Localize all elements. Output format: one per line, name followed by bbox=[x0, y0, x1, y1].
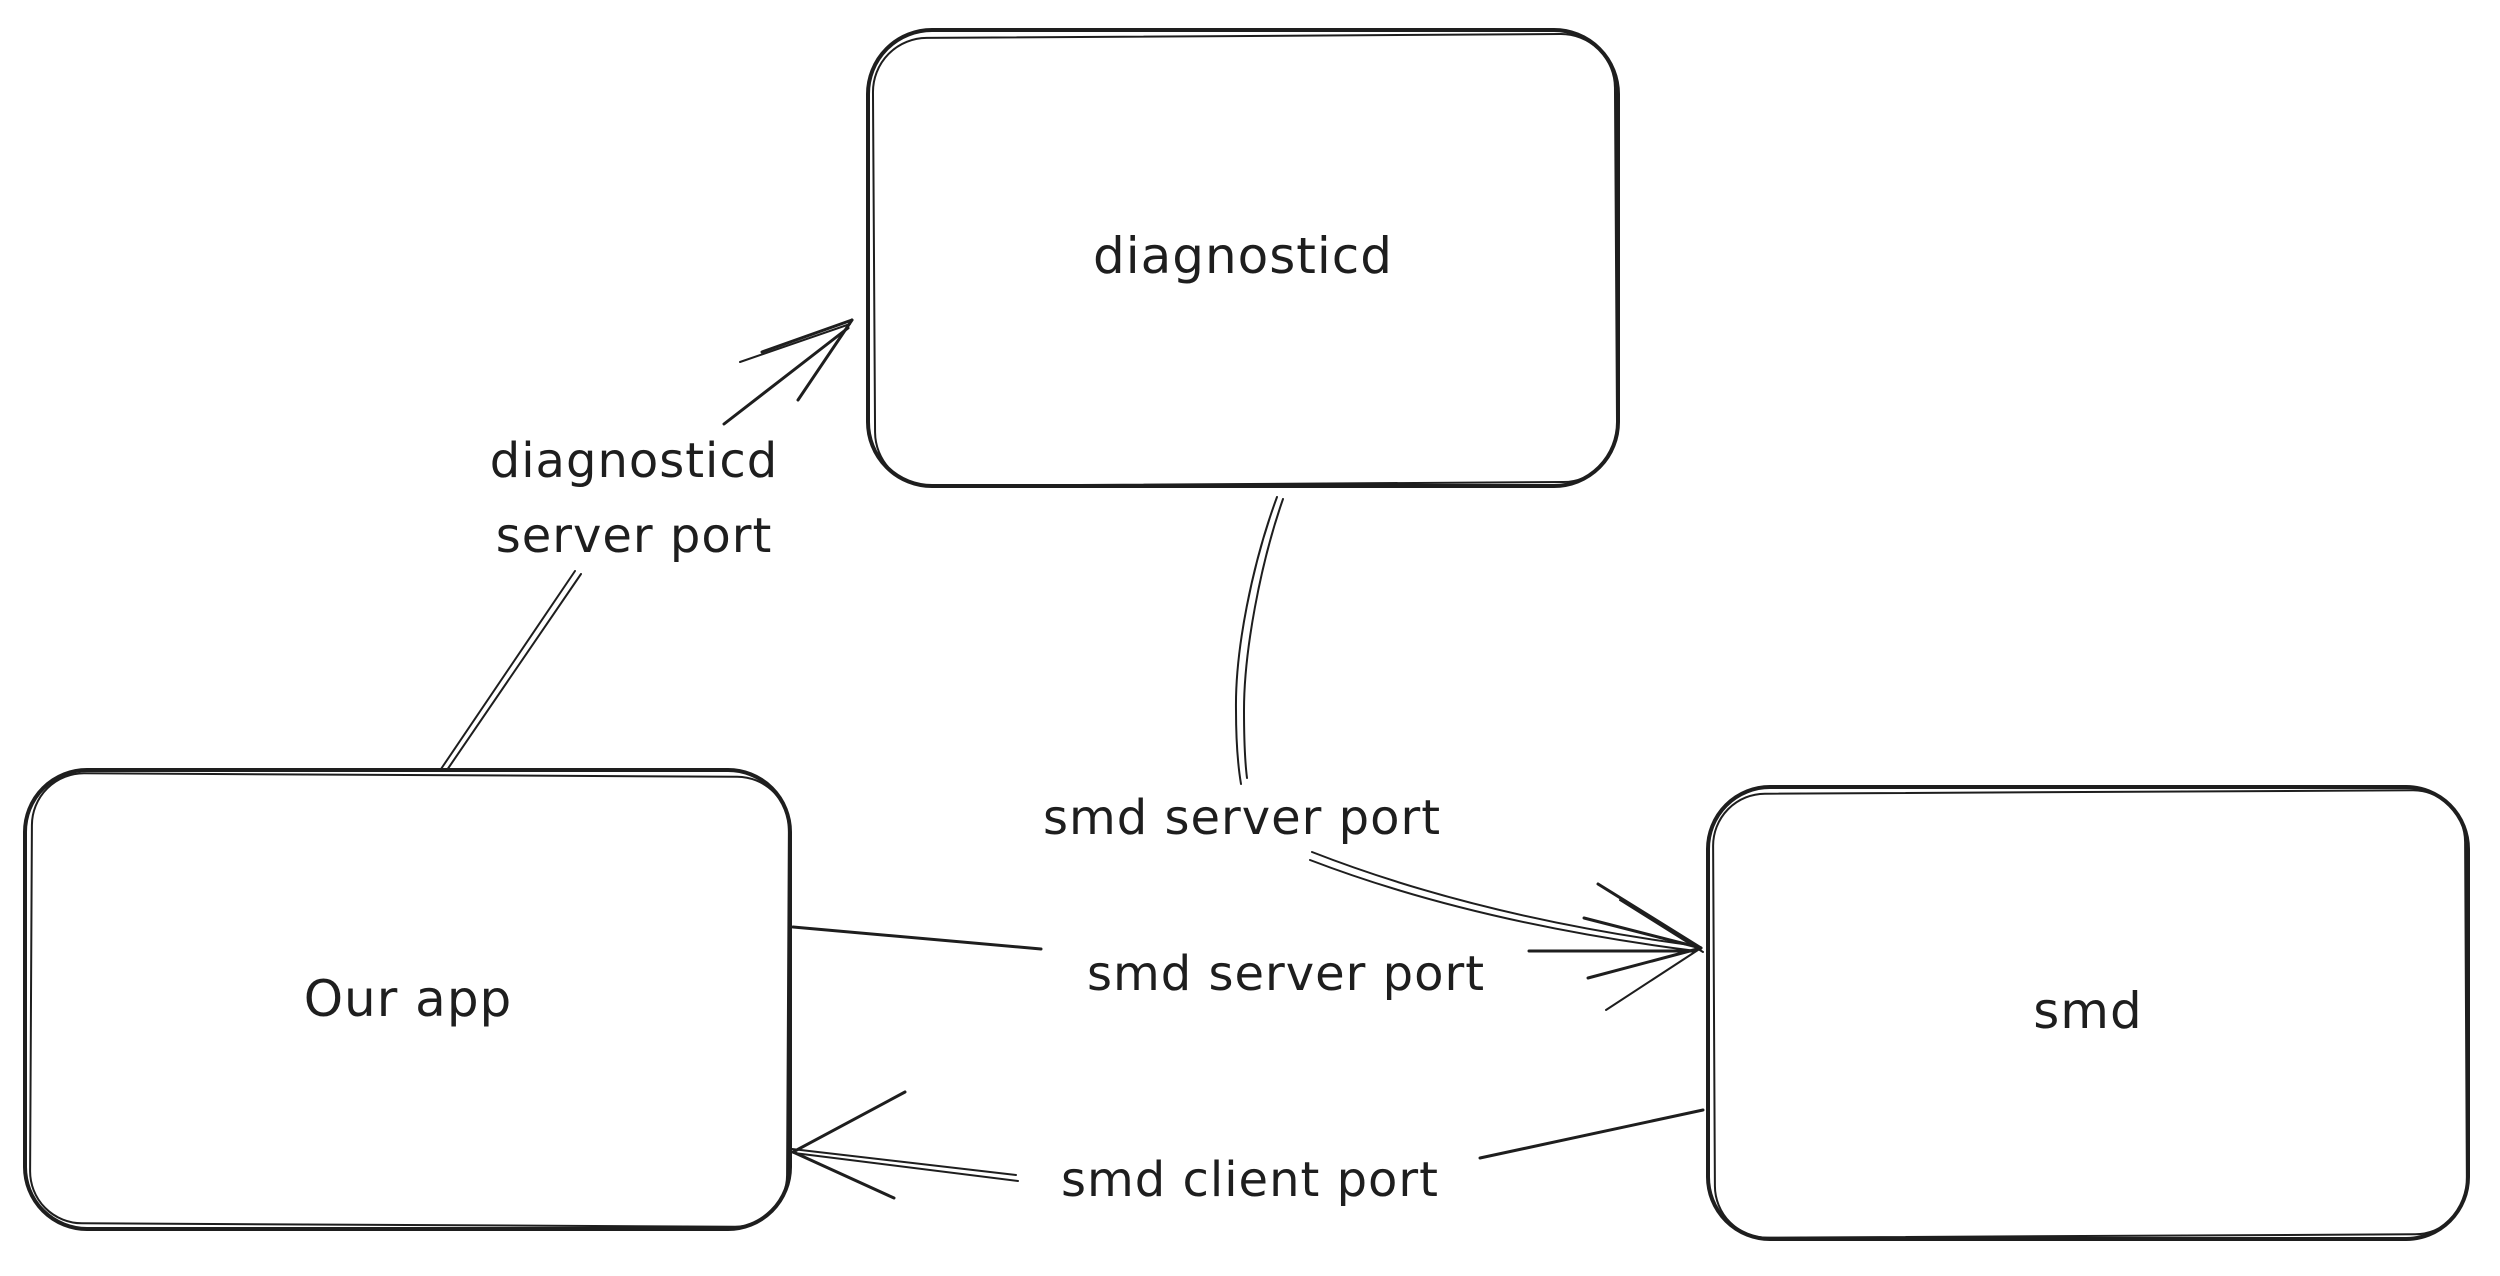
edge-ourapp-to-smd: smd server port bbox=[791, 882, 1704, 1011]
edge-label-diagnosticd-server-port-line1: diagnosticd bbox=[490, 433, 779, 489]
arrowhead-into-smd-barb4 bbox=[1605, 947, 1702, 1011]
arrowhead-into-smd-barb3 bbox=[1586, 946, 1703, 980]
arrowhead-into-smd-barb5 bbox=[1619, 899, 1704, 953]
node-diagnosticd-label: diagnosticd bbox=[1093, 227, 1393, 285]
arrowhead-into-smd-barb2 bbox=[1582, 916, 1703, 950]
edge-ourapp-to-diagnosticd-shaft-lower-overdraw bbox=[446, 573, 582, 771]
edge-ourapp-to-diagnosticd: diagnosticd server port bbox=[440, 318, 854, 771]
arrowhead-into-diagnosticd-barb bbox=[796, 318, 854, 402]
edge-smd-to-ourapp-shaft-left-overdraw bbox=[791, 1148, 1017, 1176]
edge-smd-to-ourapp-shaft-right bbox=[1478, 1108, 1705, 1160]
edge-label-smd-server-port-upper: smd server port bbox=[1043, 790, 1441, 846]
arrowhead-into-smd-barb1 bbox=[1596, 882, 1703, 950]
edge-smd-to-ourapp: smd client port bbox=[791, 1090, 1705, 1208]
node-our-app-shape-overdraw bbox=[29, 772, 790, 1228]
arrowhead-into-ourapp-barb2 bbox=[791, 1150, 896, 1200]
arrowhead-into-diagnosticd-overdraw bbox=[739, 323, 851, 363]
node-our-app-shape bbox=[23, 768, 792, 1231]
edge-label-smd-client-port: smd client port bbox=[1061, 1152, 1439, 1208]
edge-ourapp-to-smd-shaft-left bbox=[791, 925, 1043, 951]
edge-diagnosticd-to-smd-shaft-upper-overdraw bbox=[1242, 498, 1284, 779]
edge-diagnosticd-to-smd-shaft-lower bbox=[1311, 851, 1699, 947]
arrowhead-into-smd bbox=[1582, 882, 1704, 1011]
edge-ourapp-to-diagnosticd-shaft-upper bbox=[722, 326, 850, 426]
edge-label-diagnosticd-server-port-line2: server port bbox=[496, 508, 773, 564]
edge-diagnosticd-to-smd: smd server port bbox=[1043, 496, 1699, 952]
node-diagnosticd-shape bbox=[866, 28, 1620, 488]
edge-ourapp-to-diagnosticd-shaft-lower bbox=[440, 570, 576, 770]
edge-smd-to-ourapp-shaft-left bbox=[793, 1152, 1019, 1182]
edge-label-smd-server-port-lower: smd server port bbox=[1087, 946, 1485, 1002]
node-our-app: Our app bbox=[23, 768, 792, 1231]
edge-diagnosticd-to-smd-shaft-lower-overdraw bbox=[1309, 859, 1697, 952]
node-diagnosticd: diagnosticd bbox=[866, 28, 1620, 488]
node-smd-shape-overdraw bbox=[1712, 789, 2468, 1239]
node-our-app-label: Our app bbox=[304, 970, 513, 1028]
arrowhead-into-ourapp-barb1 bbox=[791, 1090, 907, 1154]
node-smd-shape bbox=[1706, 785, 2470, 1241]
node-smd-label: smd bbox=[2033, 982, 2143, 1040]
node-diagnosticd-shape-overdraw bbox=[871, 33, 1619, 487]
arrowhead-into-diagnosticd bbox=[760, 318, 854, 354]
edge-diagnosticd-to-smd-shaft-upper bbox=[1234, 496, 1278, 785]
node-smd: smd bbox=[1706, 785, 2470, 1241]
